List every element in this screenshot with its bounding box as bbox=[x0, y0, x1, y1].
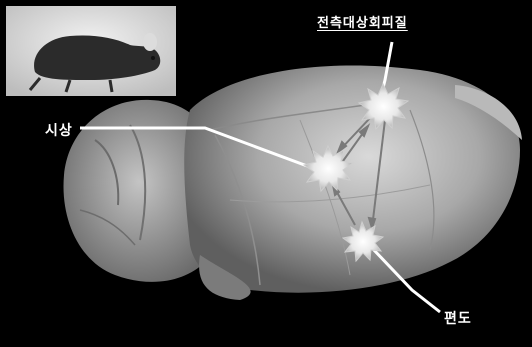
mouse-photo-inset bbox=[6, 6, 176, 96]
amygdala-label: 편도 bbox=[444, 308, 472, 328]
thalamus-label: 시상 bbox=[45, 120, 73, 140]
acc-label: 전측대상회피질 bbox=[317, 12, 408, 31]
